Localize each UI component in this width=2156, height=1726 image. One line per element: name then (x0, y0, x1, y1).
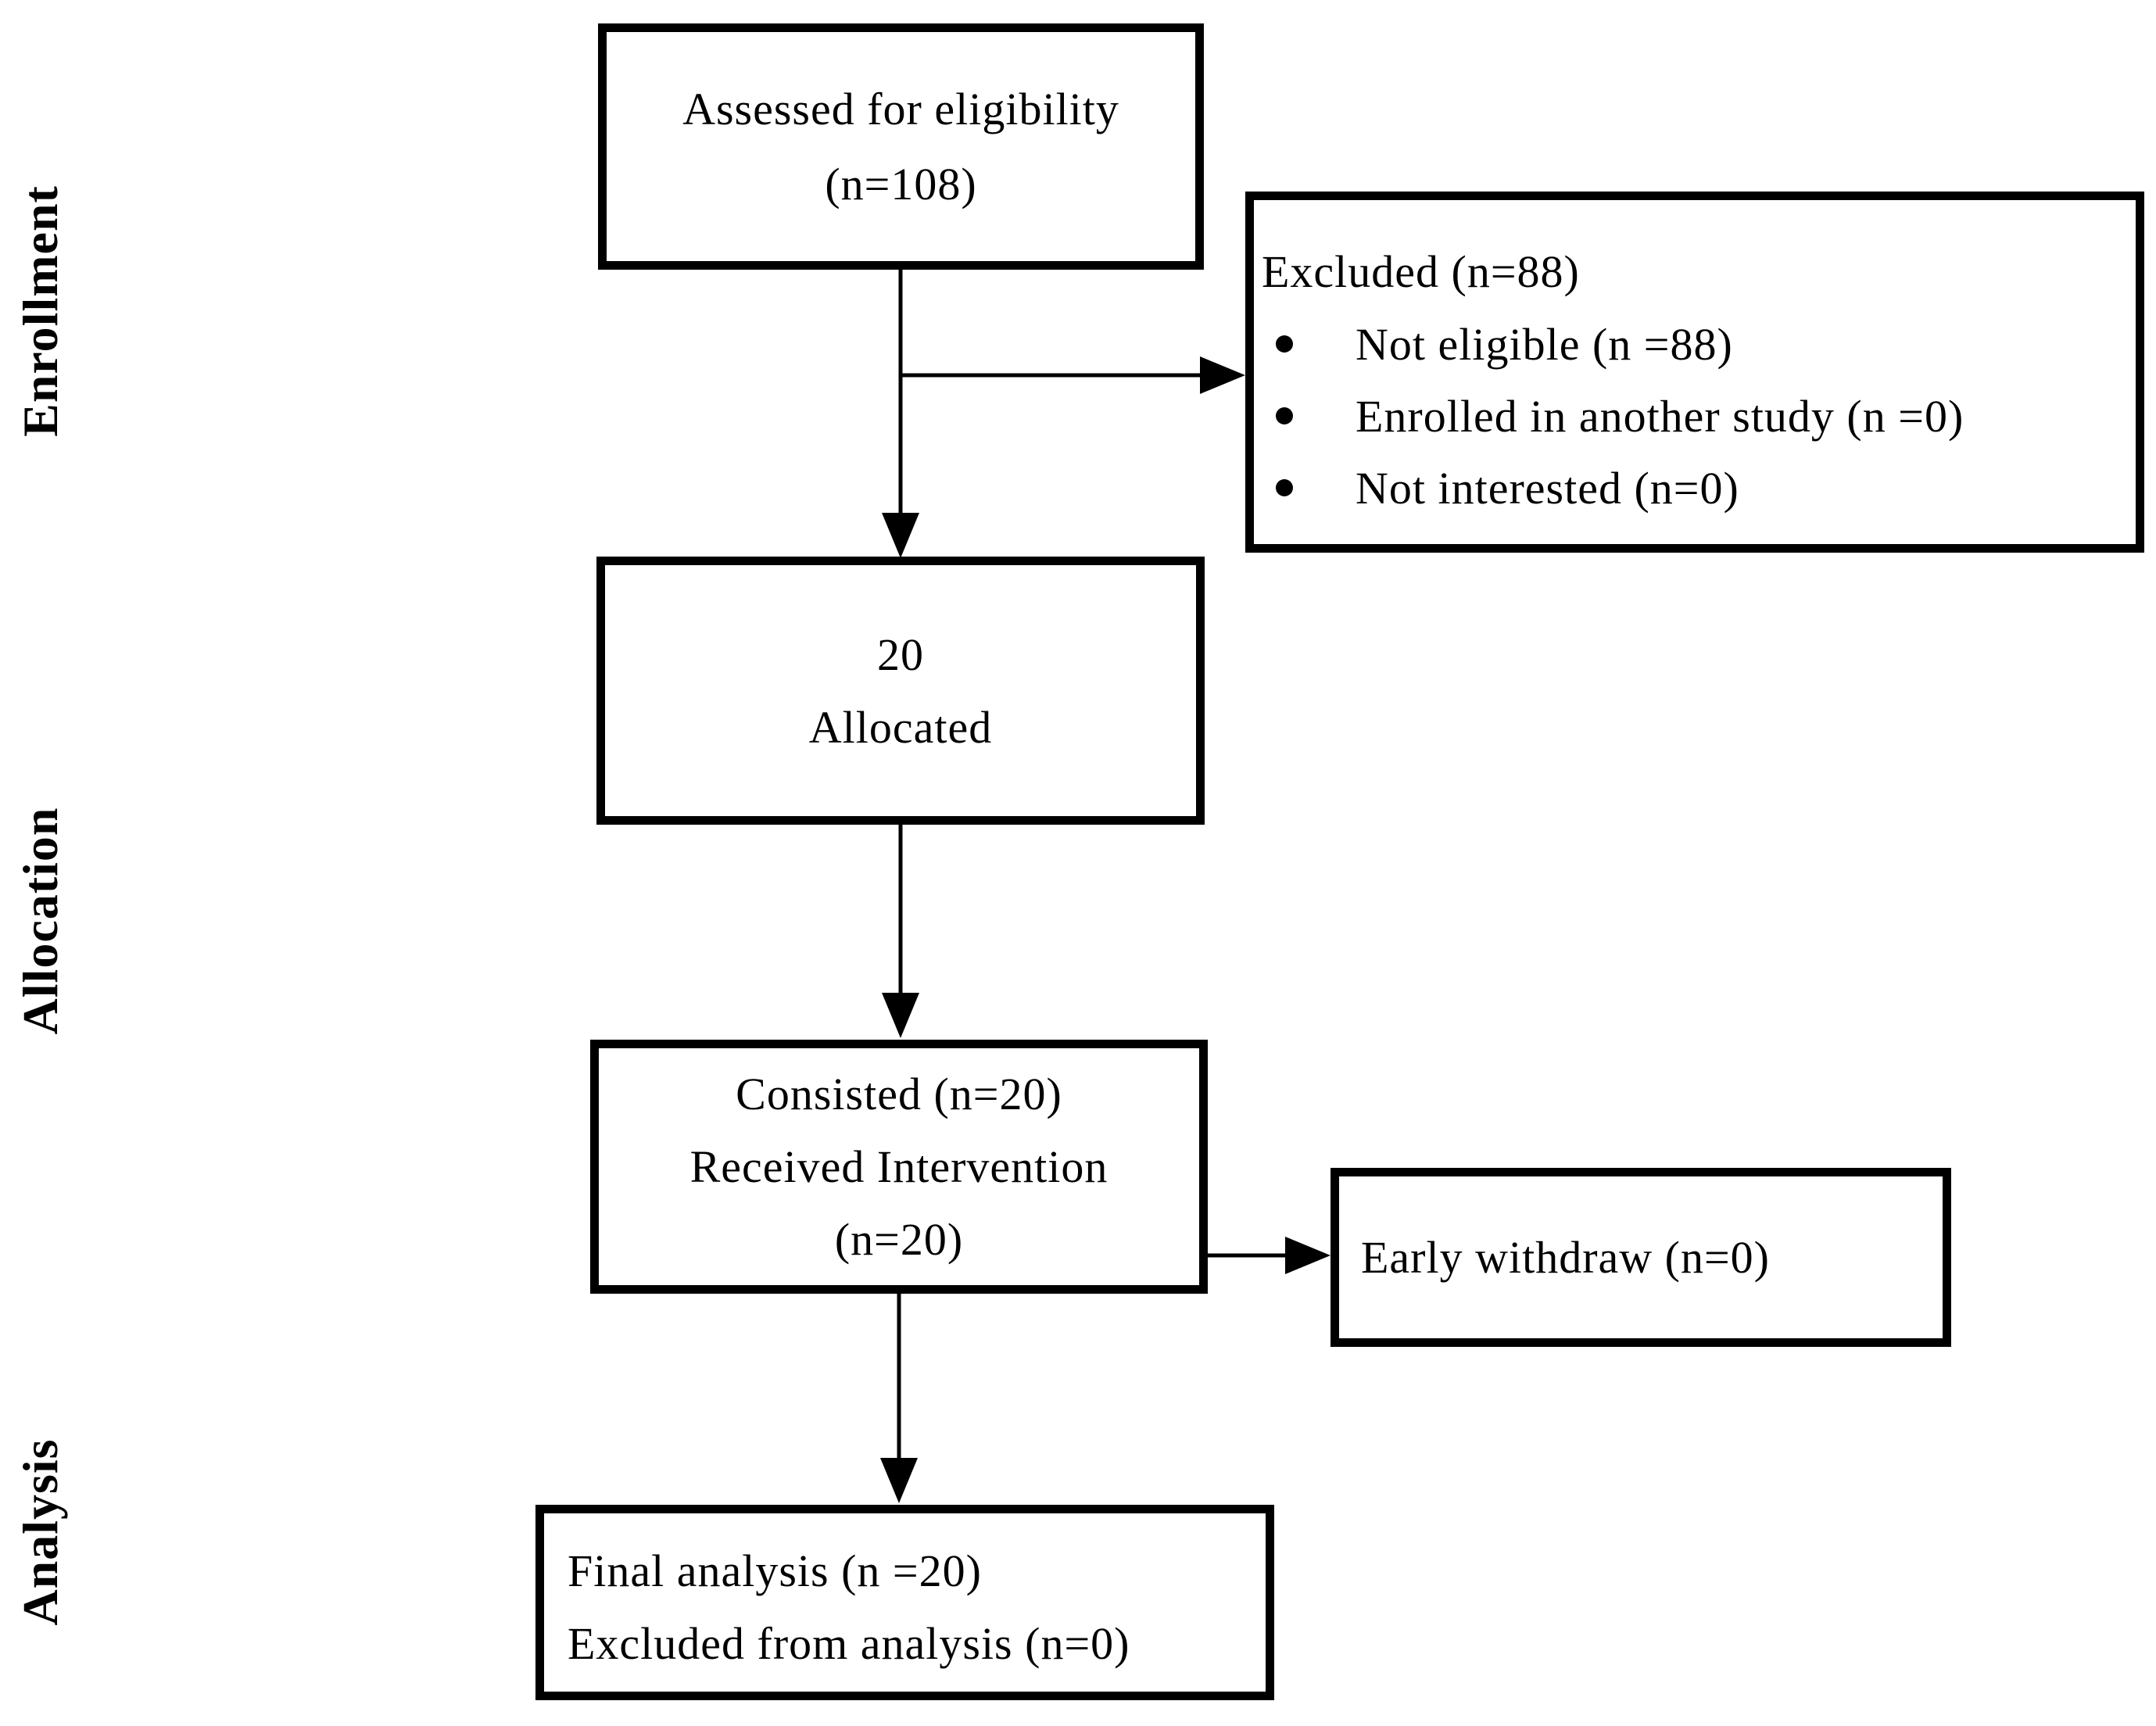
final-analysis-line-1: Final analysis (n =20) (568, 1545, 982, 1596)
stage-label-analysis: Analysis (13, 1438, 68, 1626)
arrowhead-right-icon (1285, 1237, 1330, 1274)
final-analysis-line-2: Excluded from analysis (n=0) (568, 1618, 1130, 1669)
assessed-eligibility-box: Assessed for eligibility (n=108) (598, 23, 1204, 270)
allocated-line-2: Allocated (808, 701, 993, 753)
bullet-icon (1276, 335, 1293, 353)
arrowhead-down-icon (882, 513, 919, 558)
stage-label-allocation: Allocation (13, 807, 68, 1035)
excluded-item-label: Enrolled in another study (n =0) (1356, 390, 1964, 442)
excluded-item-label: Not eligible (n =88) (1356, 318, 1733, 370)
excluded-item: Enrolled in another study (n =0) (1257, 380, 2128, 452)
stage-label-enrollment: Enrollment (13, 185, 68, 437)
consisted-line-1: Consisted (n=20) (736, 1069, 1062, 1119)
assessed-line-2: (n=108) (825, 158, 977, 209)
allocated-box: 20 Allocated (596, 557, 1205, 825)
bullet-icon (1276, 407, 1293, 424)
allocated-line-1: 20 (877, 628, 924, 680)
arrowhead-down-icon (880, 1458, 918, 1503)
early-withdraw-box: Early withdraw (n=0) (1330, 1168, 1951, 1347)
early-withdraw-line: Early withdraw (n=0) (1361, 1232, 1770, 1283)
excluded-item: Not interested (n=0) (1257, 452, 2128, 524)
final-analysis-box: Final analysis (n =20) Excluded from ana… (535, 1505, 1274, 1700)
assessed-line-1: Assessed for eligibility (682, 83, 1119, 134)
excluded-title: Excluded (n=88) (1262, 246, 1580, 297)
excluded-item: Not eligible (n =88) (1257, 308, 2128, 380)
excluded-box: Excluded (n=88) Not eligible (n =88) Enr… (1245, 192, 2144, 553)
consisted-box: Consisted (n=20) Received Intervention (… (590, 1040, 1208, 1294)
consisted-line-2: Received Intervention (689, 1141, 1108, 1192)
excluded-item-label: Not interested (n=0) (1356, 462, 1739, 514)
arrowhead-down-icon (882, 993, 919, 1038)
bullet-icon (1276, 479, 1293, 496)
consisted-line-3: (n=20) (834, 1214, 964, 1265)
arrowhead-right-icon (1200, 356, 1245, 394)
